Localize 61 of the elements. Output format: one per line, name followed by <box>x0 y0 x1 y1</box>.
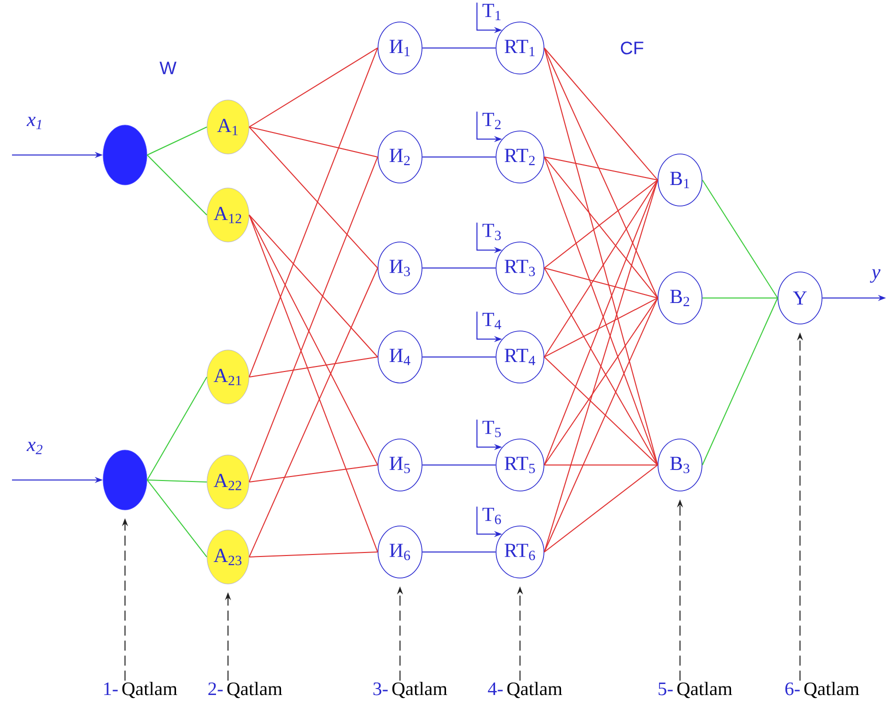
connection-line <box>248 126 378 158</box>
connection-line <box>544 47 658 466</box>
connection-line <box>544 464 658 552</box>
connection-line <box>544 156 658 298</box>
connection-line <box>544 179 658 358</box>
connection-line <box>146 376 208 480</box>
connection-line <box>544 179 658 268</box>
connection-line <box>248 464 378 482</box>
connection-line <box>422 551 496 552</box>
layer-label: 3- Qatlam <box>373 682 448 698</box>
input-neuron <box>102 124 148 186</box>
connection-line <box>422 356 496 358</box>
connection-line <box>544 267 658 298</box>
connection-line <box>544 297 658 466</box>
connection-line <box>544 47 658 298</box>
connection-line <box>248 214 378 358</box>
connection-line <box>248 267 378 558</box>
layer-label: 5- Qatlam <box>658 682 732 698</box>
connection-line <box>248 214 378 466</box>
threshold-label: T$_{3}$ <box>482 224 501 240</box>
connection-line <box>248 126 378 268</box>
connection-line <box>544 47 658 180</box>
input-neuron <box>102 450 148 510</box>
connection-line <box>544 297 658 358</box>
layer-name: W <box>160 62 176 74</box>
connection-line <box>146 479 208 482</box>
connection-line <box>702 297 778 466</box>
connection-line <box>248 551 378 558</box>
connection-line <box>544 464 658 466</box>
connection-line <box>422 156 496 158</box>
connection-line <box>248 47 378 128</box>
connection-line <box>544 297 658 552</box>
connection-line <box>248 356 378 378</box>
connection-line <box>422 267 496 268</box>
connection-line <box>146 154 208 216</box>
layer-label: 4- Qatlam <box>488 682 562 698</box>
threshold-label: T$_{6}$ <box>482 508 501 524</box>
connection-line <box>544 179 658 552</box>
connection-line <box>146 126 208 156</box>
connection-line <box>248 156 378 482</box>
connection-line <box>702 179 778 298</box>
threshold-label: T$_{2}$ <box>482 112 501 130</box>
layer-name: CF <box>620 42 644 54</box>
connection-line <box>248 214 378 552</box>
layer-label: 1- Qatlam <box>104 682 178 698</box>
threshold-label: T$_{5}$ <box>482 420 501 438</box>
signal-label: x$_{2}$ <box>26 442 42 454</box>
layer-label: 2- Qatlam <box>208 682 282 698</box>
threshold-label: T$_{4}$ <box>482 312 502 330</box>
connection-line <box>422 47 496 48</box>
connection-line <box>248 47 378 378</box>
connection-line <box>544 356 658 466</box>
connection-line <box>702 297 778 298</box>
connection-line <box>422 464 496 466</box>
signal-label: y <box>870 269 880 283</box>
layer-label: 6- Qatlam <box>785 682 860 698</box>
connection-line <box>146 479 208 558</box>
connection-line <box>544 267 658 466</box>
signal-label: x$_{1}$ <box>26 116 42 130</box>
threshold-label: T$_{1}$ <box>482 4 501 20</box>
connection-line <box>544 156 658 180</box>
